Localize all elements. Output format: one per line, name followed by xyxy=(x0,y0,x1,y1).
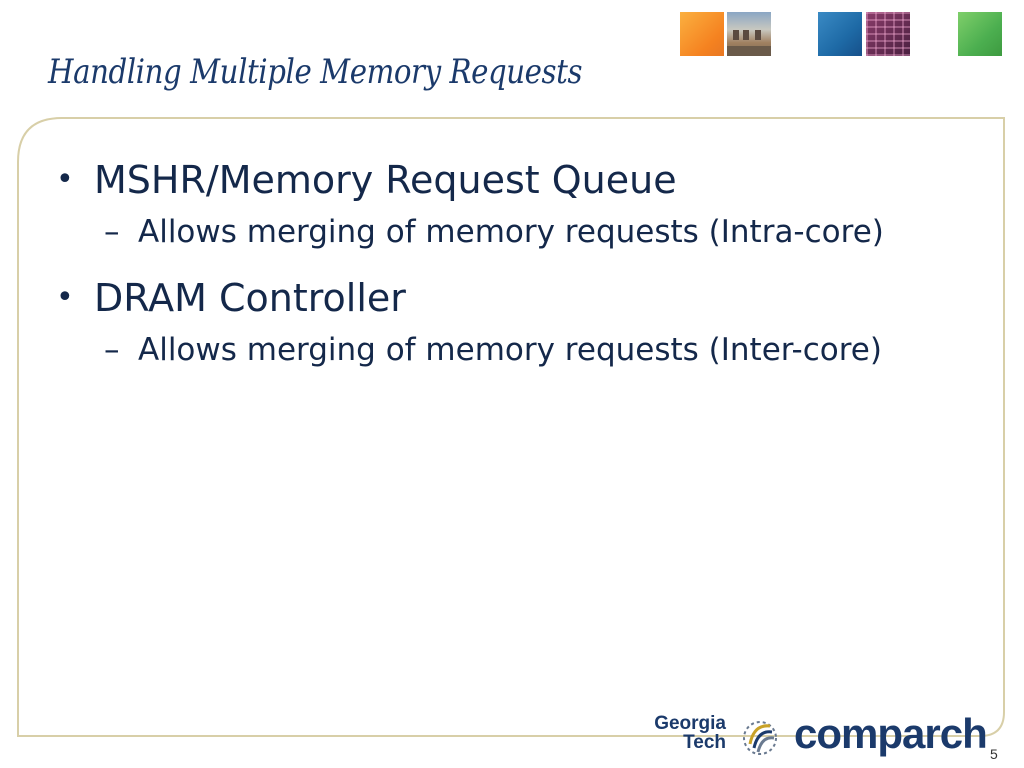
bullet-text: DRAM Controller xyxy=(94,276,406,320)
circuit-photo-thumbnail xyxy=(866,12,910,56)
page-number: 5 xyxy=(990,746,998,762)
bullet-item: • MSHR/Memory Request Queue xyxy=(56,152,884,208)
georgia-tech-logo-line2: Tech xyxy=(683,732,726,753)
header-thumbnails xyxy=(0,12,1024,58)
sub-bullet-dash: – xyxy=(104,332,120,368)
comparch-logo: comparch xyxy=(794,710,988,757)
sub-bullet-dash: – xyxy=(104,214,120,250)
blue-thumbnail xyxy=(818,12,862,56)
bullet-dot: • xyxy=(56,280,74,315)
bullet-list: • MSHR/Memory Request Queue – Allows mer… xyxy=(56,152,884,388)
building-photo-thumbnail xyxy=(727,12,771,56)
green-thumbnail xyxy=(958,12,1002,56)
orange-thumbnail xyxy=(680,12,724,56)
bullet-text: MSHR/Memory Request Queue xyxy=(94,158,677,202)
sub-bullet-text: Allows merging of memory requests (Inter… xyxy=(138,332,882,368)
georgia-tech-logo: Georgia Tech xyxy=(634,714,726,752)
bullet-item: • DRAM Controller xyxy=(56,270,884,326)
footer-logos: Georgia Tech comparch xyxy=(630,710,988,764)
sub-bullet-text: Allows merging of memory requests (Intra… xyxy=(138,214,884,250)
sub-bullet-item: – Allows merging of memory requests (Int… xyxy=(56,208,884,270)
slide-title: Handling Multiple Memory Requests xyxy=(48,52,583,92)
swirl-icon xyxy=(743,721,777,755)
bullet-dot: • xyxy=(56,162,74,197)
sub-bullet-item: – Allows merging of memory requests (Int… xyxy=(56,326,884,388)
georgia-tech-logo-line1: Georgia xyxy=(654,713,726,734)
